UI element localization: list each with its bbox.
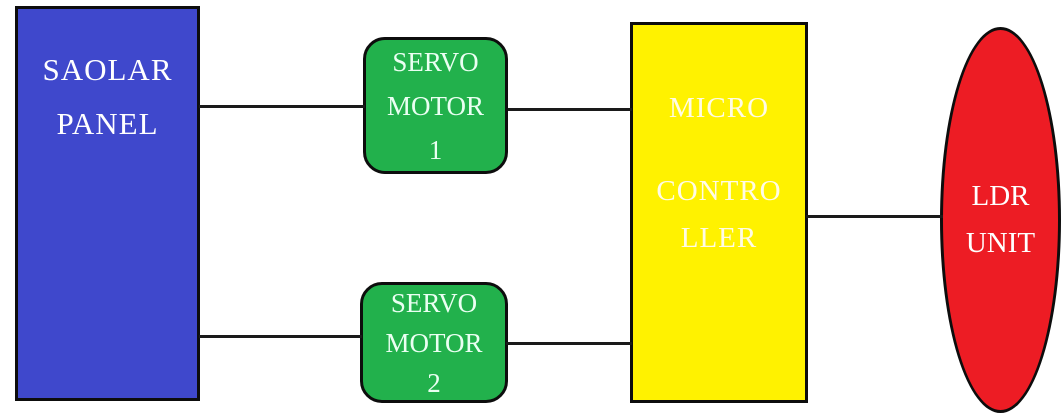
node-solar-panel-label-line2: PANEL	[56, 106, 159, 141]
node-servo-motor-1: SERVO MOTOR 1	[363, 37, 508, 174]
node-servo-motor-2-label-line1: SERVO	[390, 287, 478, 318]
node-microcontroller-label-line2: CONTRO	[656, 175, 782, 207]
node-servo-motor-1-label-line2: MOTOR	[386, 90, 485, 121]
connector-servo-motor-2-to-microcontroller	[506, 342, 632, 345]
node-microcontroller-label-line3: LLER	[680, 222, 758, 254]
node-microcontroller-label-line1: MICRO	[668, 92, 770, 124]
node-microcontroller: MICRO CONTRO LLER	[630, 22, 808, 403]
node-ldr-unit-label-line1: LDR	[971, 180, 1030, 212]
connector-solar-panel-to-servo-motor-2	[199, 335, 362, 338]
node-servo-motor-2-label-line2: MOTOR	[385, 327, 483, 358]
connector-solar-panel-to-servo-motor-1	[199, 105, 365, 108]
node-ldr-unit: LDR UNIT	[940, 27, 1061, 413]
node-servo-motor-2-label-line3: 2	[427, 367, 441, 398]
node-servo-motor-1-label-line1: SERVO	[392, 46, 479, 77]
connector-microcontroller-to-ldr-unit	[806, 215, 943, 218]
node-servo-motor-1-label-line3: 1	[428, 134, 443, 165]
connector-servo-motor-1-to-microcontroller	[508, 108, 632, 111]
node-solar-panel-label-line1: SAOLAR	[42, 52, 173, 87]
node-ldr-unit-label-line2: UNIT	[965, 227, 1036, 259]
node-servo-motor-2: SERVO MOTOR 2	[360, 282, 508, 403]
node-solar-panel: SAOLAR PANEL	[15, 6, 200, 401]
